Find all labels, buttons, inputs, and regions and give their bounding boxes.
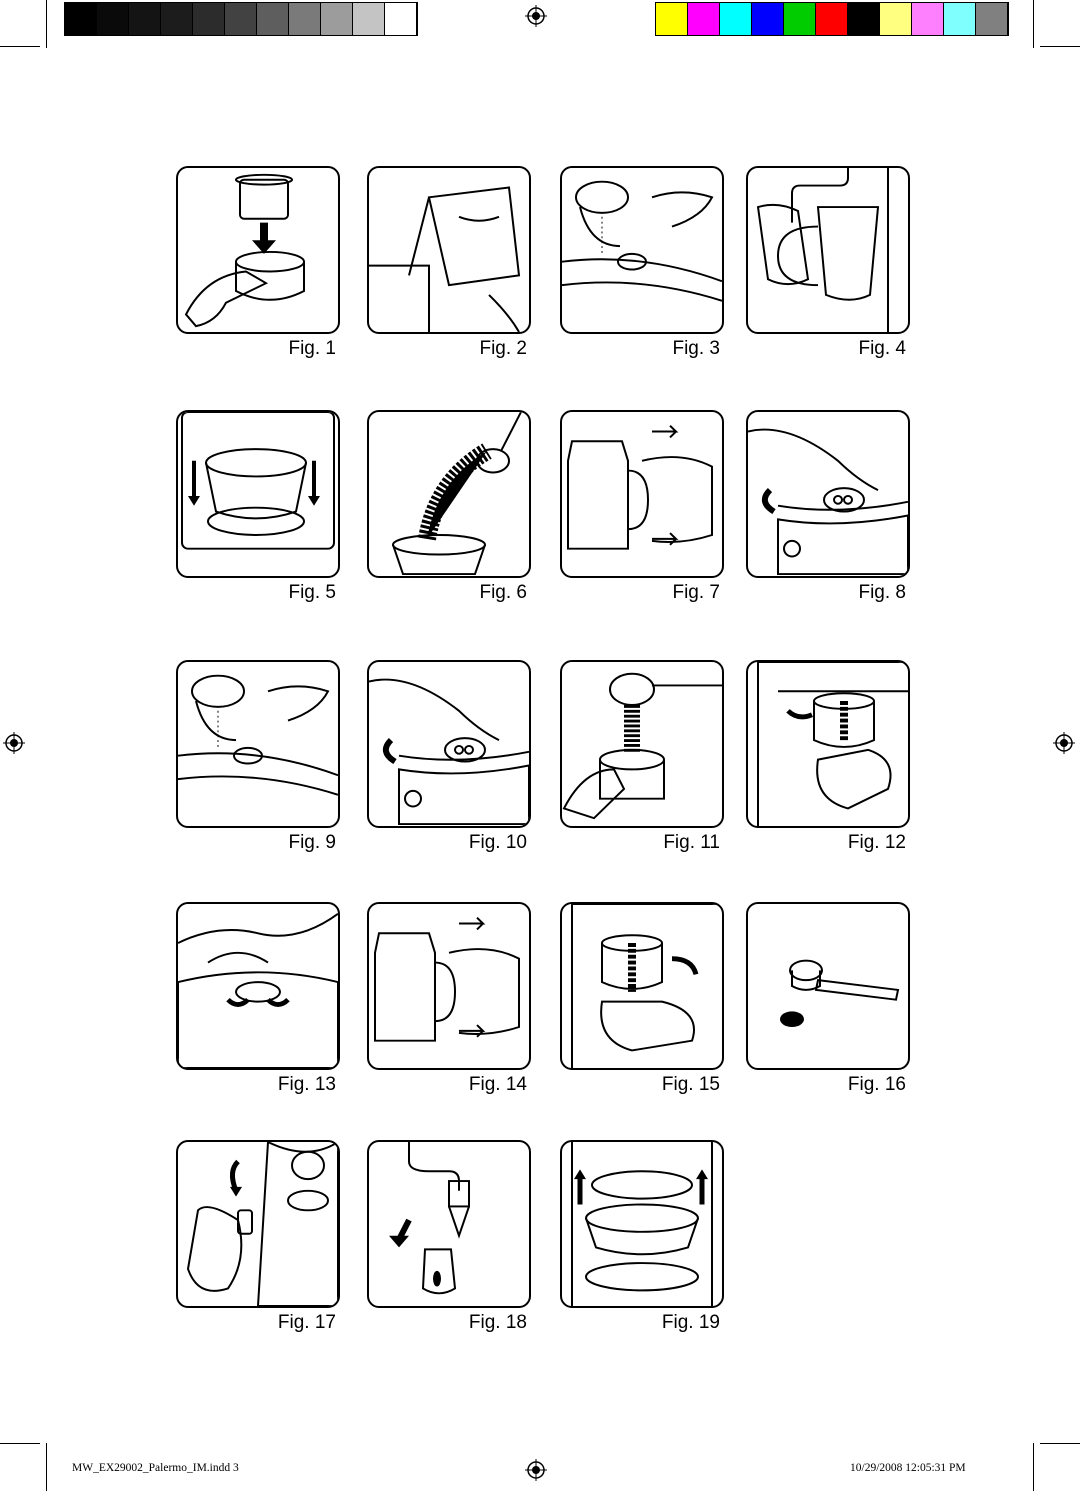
figure-label: Fig. 18 <box>468 1312 527 1333</box>
crop-mark <box>1040 1443 1080 1444</box>
color-swatch <box>880 3 912 35</box>
crop-mark <box>1033 0 1034 48</box>
figure-label: Fig. 9 <box>288 832 336 853</box>
coffee-beans-icon <box>367 410 531 578</box>
grayscale-color-bar <box>64 2 418 36</box>
steam-nozzle-icon <box>367 1140 531 1308</box>
color-swatch <box>161 3 193 35</box>
frothing-pitcher-icon <box>746 166 910 334</box>
portafilter-remove-icon <box>560 902 724 1070</box>
figure-label: Fig. 16 <box>847 1074 906 1095</box>
color-swatch <box>656 3 688 35</box>
registration-mark-icon <box>525 5 547 32</box>
figure-label: Fig. 15 <box>661 1074 720 1095</box>
registration-mark-icon <box>1053 732 1075 759</box>
figure-label: Fig. 4 <box>858 338 906 359</box>
color-swatch <box>848 3 880 35</box>
color-swatch <box>353 3 385 35</box>
crop-mark <box>46 1443 47 1491</box>
carafe-icon <box>560 410 724 578</box>
figure-label: Fig. 12 <box>847 832 906 853</box>
figure-label: Fig. 19 <box>661 1312 720 1333</box>
color-swatch <box>688 3 720 35</box>
jug-pour-icon <box>560 166 724 334</box>
filter-holder-icon <box>176 410 340 578</box>
registration-mark-icon <box>3 732 25 759</box>
figure-label: Fig. 10 <box>468 832 527 853</box>
portafilter-icon <box>746 902 910 1070</box>
figure-label: Fig. 13 <box>277 1074 336 1095</box>
color-swatch <box>289 3 321 35</box>
crop-mark <box>46 0 47 48</box>
footer-datetime: 10/29/2008 12:05:31 PM <box>850 1462 966 1474</box>
color-swatch <box>912 3 944 35</box>
color-swatch <box>816 3 848 35</box>
color-swatch <box>65 3 97 35</box>
figure-label: Fig. 8 <box>858 582 906 603</box>
portafilter-insert-icon <box>746 660 910 828</box>
filter-basket-icon <box>176 166 340 334</box>
color-swatch <box>97 3 129 35</box>
drip-tray-icon <box>560 1140 724 1308</box>
color-swatch <box>129 3 161 35</box>
color-swatch <box>752 3 784 35</box>
color-swatch <box>193 3 225 35</box>
figure-label: Fig. 17 <box>277 1312 336 1333</box>
color-swatch <box>784 3 816 35</box>
footer-file-name: MW_EX29002_Palermo_IM.indd 3 <box>72 1462 239 1474</box>
figure-label: Fig. 6 <box>479 582 527 603</box>
crop-mark <box>0 1443 40 1444</box>
figure-label: Fig. 11 <box>663 832 720 853</box>
color-swatch <box>976 3 1008 35</box>
color-swatch <box>385 3 417 35</box>
jug-pour-icon <box>176 660 340 828</box>
carafe-icon <box>367 902 531 1070</box>
knob-turn-icon <box>176 1140 340 1308</box>
tank-cap-turn-icon <box>746 410 910 578</box>
figure-label: Fig. 3 <box>672 338 720 359</box>
color-swatch <box>225 3 257 35</box>
water-pouring-icon <box>367 166 531 334</box>
color-swatch <box>321 3 353 35</box>
process-color-bar <box>655 2 1009 36</box>
figure-label: Fig. 2 <box>479 338 527 359</box>
figure-label: Fig. 7 <box>672 582 720 603</box>
cap-rotate-icon <box>176 902 340 1070</box>
figure-label: Fig. 14 <box>468 1074 527 1095</box>
figure-label: Fig. 5 <box>288 582 336 603</box>
color-swatch <box>944 3 976 35</box>
coffee-scoop-icon <box>560 660 724 828</box>
figure-label: Fig. 1 <box>288 338 336 359</box>
color-swatch <box>257 3 289 35</box>
crop-mark <box>0 46 40 47</box>
crop-mark <box>1040 46 1080 47</box>
tank-cap-turn-icon <box>367 660 531 828</box>
color-swatch <box>720 3 752 35</box>
registration-mark-icon <box>525 1459 547 1486</box>
crop-mark <box>1033 1443 1034 1491</box>
